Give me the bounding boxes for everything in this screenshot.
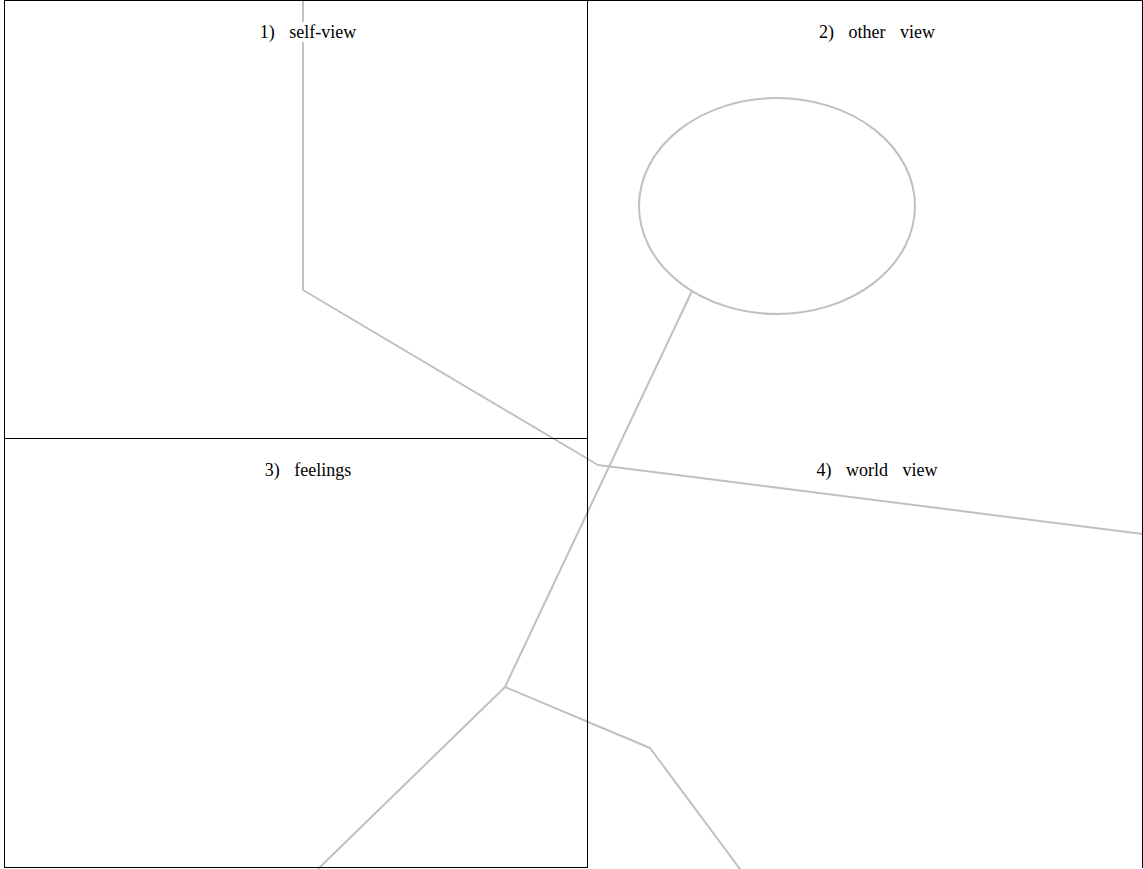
figure-arms <box>303 0 1143 534</box>
cell-heading-row: 4) world view <box>588 460 1142 480</box>
cell-heading: 3) feelings <box>263 460 353 480</box>
figure-body <box>505 291 692 687</box>
quadrant-cell: 2) other view <box>588 0 1143 439</box>
cell-heading-row: 2) other view <box>588 22 1142 42</box>
cell-heading-row: 1) self-view <box>5 22 587 42</box>
cell-heading: 2) other view <box>817 22 937 42</box>
quadrant-cell: 3) feelings <box>4 439 588 868</box>
cell-heading: 4) world view <box>815 460 940 480</box>
quadrant-cell: 1) self-view <box>4 0 588 439</box>
figure-head <box>639 98 915 314</box>
quadrant-cell: 4) world view <box>588 439 1143 868</box>
figure-leg <box>318 687 505 869</box>
cell-heading: 1) self-view <box>258 22 358 42</box>
figure-leg <box>505 687 740 869</box>
cell-heading-row: 3) feelings <box>5 460 587 480</box>
